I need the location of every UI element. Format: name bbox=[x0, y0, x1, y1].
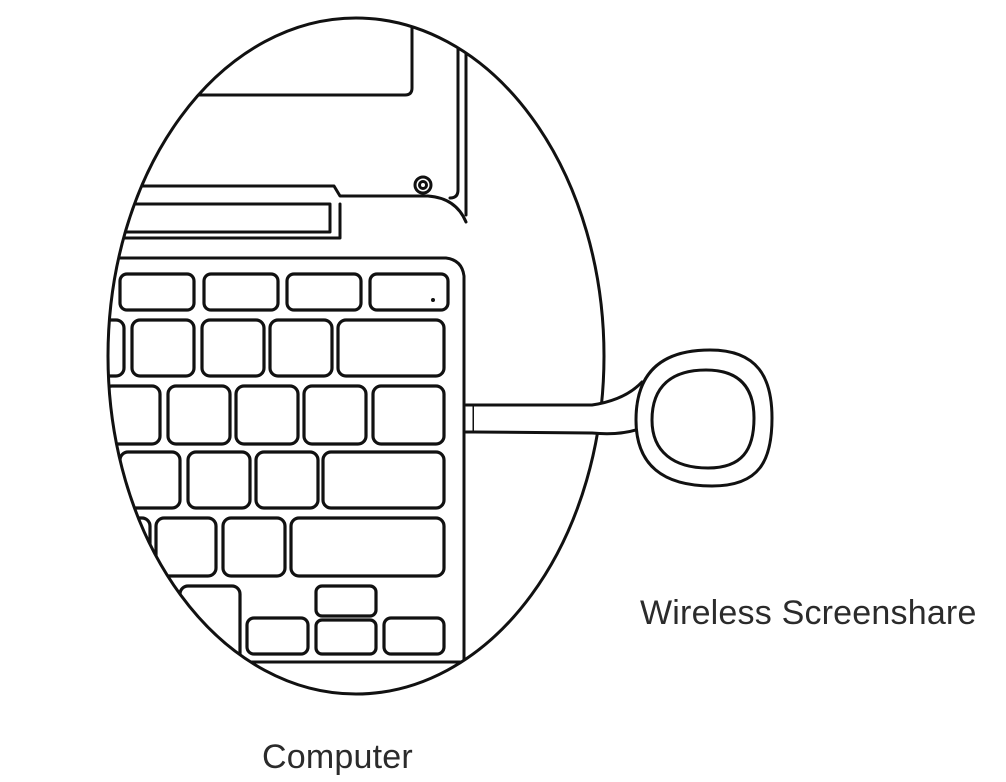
laptop-lid-edge bbox=[448, 18, 460, 200]
laptop-hinge-bar bbox=[108, 202, 332, 234]
wireless-screenshare-device bbox=[634, 348, 774, 488]
laptop-hinge-bar-shadow bbox=[108, 202, 342, 240]
laptop-screen-bezel bbox=[108, 18, 414, 97]
laptop-base-deck bbox=[108, 256, 466, 694]
webcam-lens bbox=[418, 180, 428, 190]
laptop-closeup bbox=[108, 18, 476, 694]
usb-port bbox=[464, 403, 476, 434]
webcam-icon bbox=[413, 175, 433, 195]
wireless-screenshare-label: Wireless Screenshare bbox=[640, 594, 977, 632]
magnifier-outline bbox=[106, 16, 606, 696]
screenshare-cable bbox=[473, 380, 648, 436]
device-button bbox=[650, 368, 756, 470]
keyboard bbox=[108, 272, 450, 668]
laptop-hinge bbox=[108, 184, 468, 224]
computer-label: Computer bbox=[262, 738, 413, 776]
